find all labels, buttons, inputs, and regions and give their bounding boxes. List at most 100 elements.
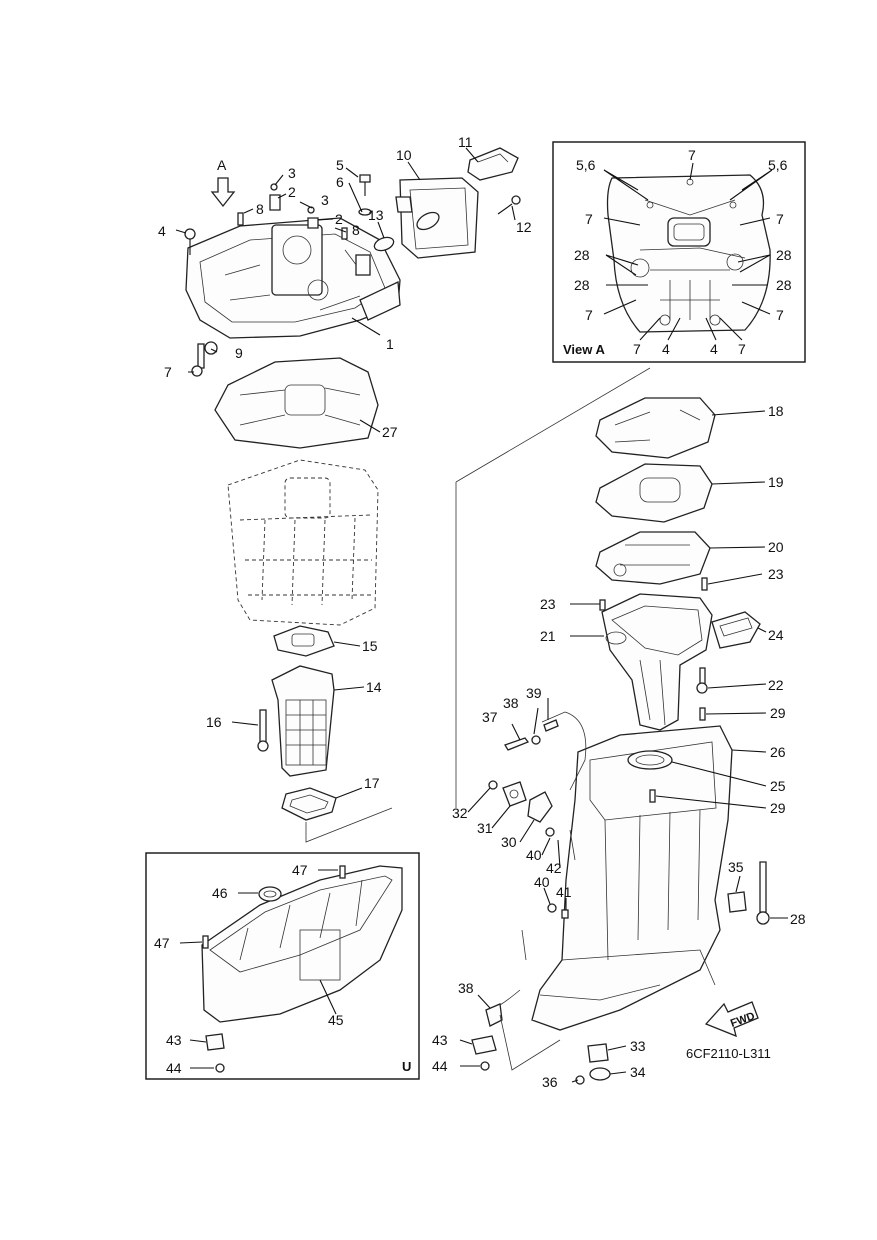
label-6: 6 — [336, 174, 344, 190]
label-18: 18 — [768, 403, 784, 419]
label-47-left: 47 — [154, 935, 170, 951]
label-42: 42 — [546, 860, 562, 876]
part-35-plug — [727, 891, 747, 913]
label-39: 39 — [526, 685, 542, 701]
label-38-bottom: 38 — [458, 980, 474, 996]
label-9: 9 — [235, 345, 243, 361]
view-arrow: A — [210, 157, 236, 208]
exhaust-cover-assembly: 10 11 12 13 — [368, 134, 532, 259]
label-30: 30 — [501, 834, 517, 850]
view-a-label-7-bottom-1: 7 — [633, 341, 641, 357]
view-a-label-7-bottom-2: 7 — [738, 341, 746, 357]
label-38-top: 38 — [503, 695, 519, 711]
label-12: 12 — [516, 219, 532, 235]
label-33: 33 — [630, 1038, 646, 1054]
label-16: 16 — [206, 714, 222, 730]
label-44-right: 44 — [432, 1058, 448, 1074]
view-arrow-icon — [210, 177, 236, 208]
view-a-label-28-right-1: 28 — [776, 247, 792, 263]
part-13-seal — [373, 236, 395, 252]
label-41: 41 — [556, 884, 572, 900]
label-8-left: 8 — [256, 201, 264, 217]
view-a-plate — [606, 174, 771, 333]
part-17-seal — [281, 787, 337, 821]
label-21: 21 — [540, 628, 556, 644]
label-40-top: 40 — [526, 847, 542, 863]
label-29-bottom: 29 — [770, 800, 786, 816]
gasket-27: 27 — [214, 357, 398, 449]
part-18-gasket — [595, 397, 716, 459]
part-11-grommet — [467, 147, 519, 181]
label-32: 32 — [452, 805, 468, 821]
label-15: 15 — [362, 638, 378, 654]
view-a-label-7-right-2: 7 — [776, 307, 784, 323]
label-3-top: 3 — [288, 165, 296, 181]
label-22: 22 — [768, 677, 784, 693]
view-a-label-28-left-1: 28 — [574, 247, 590, 263]
view-a-title: View A — [563, 342, 606, 357]
label-2-top: 2 — [288, 184, 296, 200]
upper-casing-assembly: 29 26 25 29 28 35 — [531, 705, 806, 1031]
view-a-inset: 5,6 5,6 7 7 7 28 28 28 28 7 7 7 4 4 7 Vi… — [552, 141, 806, 363]
view-a-label-28-left-2: 28 — [574, 277, 590, 293]
exhaust-guide-assembly: 15 14 16 17 — [206, 625, 382, 821]
oil-pan-assembly: 23 23 21 24 22 — [540, 566, 784, 731]
part-21-oil-pan — [601, 593, 713, 731]
inset-u: 47 46 47 45 43 44 U — [145, 852, 420, 1080]
label-29-top: 29 — [770, 705, 786, 721]
view-a-label-5-6-left: 5,6 — [576, 157, 596, 173]
label-24: 24 — [768, 627, 784, 643]
view-arrow-letter: A — [217, 157, 227, 173]
view-a-label-28-right-2: 28 — [776, 277, 792, 293]
part-24-strainer — [711, 611, 761, 649]
label-4: 4 — [158, 223, 166, 239]
label-14: 14 — [366, 679, 382, 695]
view-a-label-7-left: 7 — [585, 211, 593, 227]
label-35: 35 — [728, 859, 744, 875]
label-43-right: 43 — [432, 1032, 448, 1048]
label-23-left: 23 — [540, 596, 556, 612]
label-46: 46 — [212, 885, 228, 901]
view-a-exhaust-port — [667, 217, 711, 247]
label-5: 5 — [336, 157, 344, 173]
part-46-grommet — [258, 886, 282, 902]
upper-case-assembly: 3 2 3 2 8 8 4 1 5 6 9 7 — [158, 157, 401, 380]
label-20: 20 — [768, 539, 784, 555]
label-17: 17 — [364, 775, 380, 791]
part-25-seal — [627, 750, 673, 770]
label-28: 28 — [790, 911, 806, 927]
label-10: 10 — [396, 147, 412, 163]
label-37: 37 — [482, 709, 498, 725]
part-15-gasket — [273, 625, 335, 657]
label-43-left: 43 — [166, 1032, 182, 1048]
label-8-right: 8 — [352, 222, 360, 238]
inset-u-frame — [145, 852, 420, 1080]
label-40-bottom: 40 — [534, 874, 550, 890]
label-1: 1 — [386, 336, 394, 352]
label-7: 7 — [164, 364, 172, 380]
part-20-gasket — [595, 531, 711, 585]
label-25: 25 — [770, 778, 786, 794]
upper-case-boss — [355, 254, 371, 276]
label-36: 36 — [542, 1074, 558, 1090]
view-a-label-7-right: 7 — [776, 211, 784, 227]
label-27: 27 — [382, 424, 398, 440]
view-a-label-5-6-right: 5,6 — [768, 157, 788, 173]
engine-block-reference — [227, 459, 379, 626]
label-45: 45 — [328, 1012, 344, 1028]
label-34: 34 — [630, 1064, 646, 1080]
fittings-assembly: 37 38 39 32 31 30 40 42 40 41 — [452, 685, 587, 961]
view-a-label-7-left-2: 7 — [585, 307, 593, 323]
part-45-apron — [201, 865, 403, 1023]
part-26-upper-casing — [531, 725, 733, 1031]
label-26: 26 — [770, 744, 786, 760]
fwd-arrow: FWD — [704, 1001, 759, 1038]
label-3-mid: 3 — [321, 192, 329, 208]
diagram-code: 6CF2110-L311 — [686, 1046, 771, 1061]
label-47-top: 47 — [292, 862, 308, 878]
label-2-mid: 2 — [335, 211, 343, 227]
label-13: 13 — [368, 207, 384, 223]
part-34-ring — [589, 1067, 611, 1081]
label-19: 19 — [768, 474, 784, 490]
